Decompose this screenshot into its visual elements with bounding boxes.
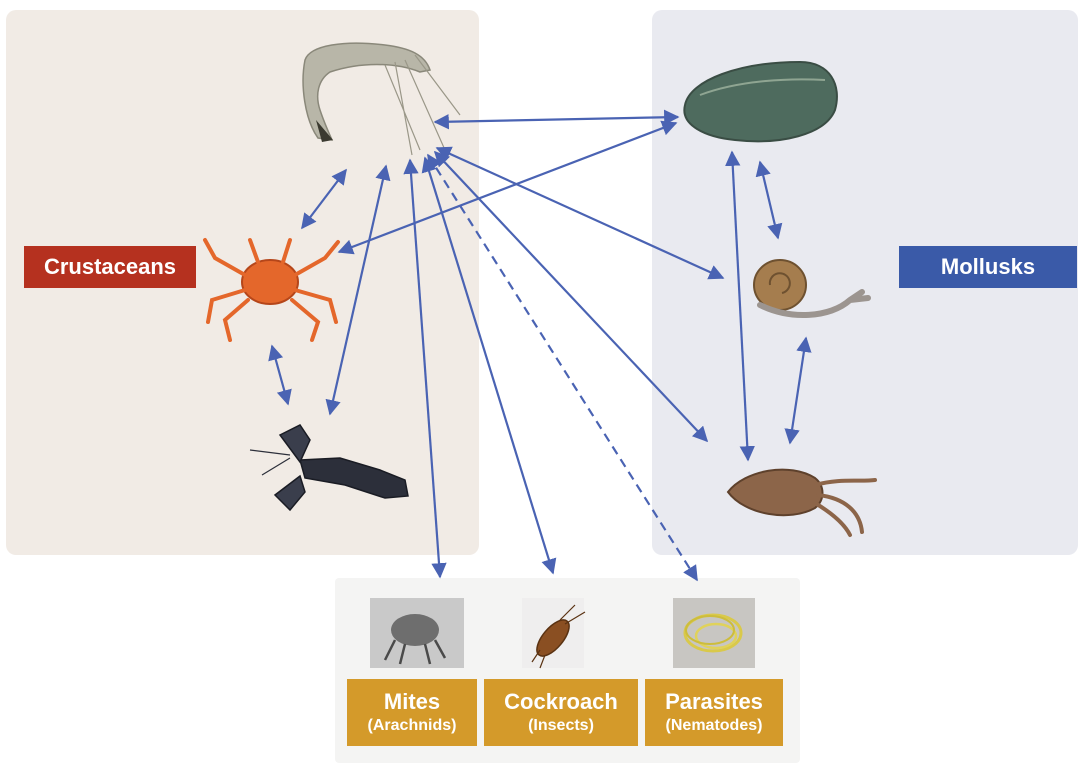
mite-icon <box>385 614 445 664</box>
nematode-icon <box>685 615 741 651</box>
mussel-icon <box>684 62 837 141</box>
crab-icon <box>205 240 338 340</box>
parasites-name: Parasites <box>665 689 763 715</box>
lobster-icon <box>250 425 408 510</box>
mollusks-label: Mollusks <box>899 246 1077 288</box>
arrow-shrimp-mussel <box>435 117 678 122</box>
cockroach-icon <box>531 605 585 668</box>
arrow-shrimp-parasites <box>428 155 697 580</box>
cockroach-label: Cockroach (Insects) <box>484 679 638 746</box>
mites-label: Mites (Arachnids) <box>347 679 477 746</box>
arrow-shrimp-cockroach <box>425 158 553 573</box>
cockroach-subtitle: (Insects) <box>528 715 594 737</box>
mites-name: Mites <box>384 689 440 715</box>
mites-subtitle: (Arachnids) <box>368 715 457 737</box>
arrow-mussel-squid <box>732 152 748 460</box>
cockroach-name: Cockroach <box>504 689 618 715</box>
crustaceans-label: Crustaceans <box>24 246 196 288</box>
squid-icon <box>728 470 875 535</box>
parasites-subtitle: (Nematodes) <box>666 715 763 737</box>
arrow-shrimp-mites <box>410 160 440 577</box>
shrimp-icon <box>303 43 460 155</box>
parasites-label: Parasites (Nematodes) <box>645 679 783 746</box>
arrow-shrimp-snail <box>437 148 723 278</box>
arrow-lobster-shrimp <box>330 166 386 414</box>
arrow-shrimp-squid <box>435 152 707 441</box>
arrow-snail-squid <box>790 338 806 443</box>
arrow-crab-shrimp <box>302 170 346 228</box>
snail-icon <box>754 260 868 315</box>
arrow-mussel-snail <box>760 162 778 238</box>
arrows <box>272 117 806 580</box>
arrow-crab-lobster <box>272 346 288 404</box>
